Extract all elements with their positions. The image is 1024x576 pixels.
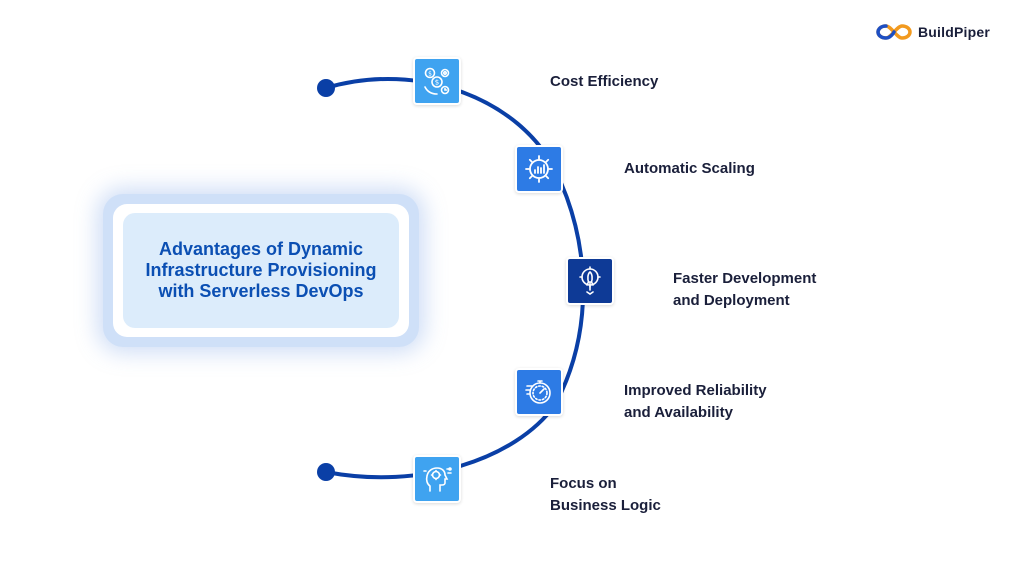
arc-end-dot: [317, 463, 335, 481]
gear-chart-icon: [515, 145, 563, 193]
title-box: Advantages of Dynamic Infrastructure Pro…: [123, 213, 399, 328]
title-card: Advantages of Dynamic Infrastructure Pro…: [103, 194, 419, 347]
brand-logo: BuildPiper: [876, 22, 990, 42]
label-cost-efficiency: Cost Efficiency: [550, 73, 659, 90]
infinity-logo-icon: [876, 24, 912, 40]
label-faster-development: Faster Development and Deployment: [673, 270, 817, 309]
svg-text:$: $: [428, 71, 432, 78]
money-cycle-icon: $ $: [413, 57, 461, 105]
label-business-logic: Focus on Business Logic: [550, 475, 661, 514]
label-automatic-scaling: Automatic Scaling: [624, 160, 755, 177]
arc-path: [324, 77, 586, 480]
brand-name: BuildPiper: [918, 24, 991, 40]
brain-head-icon: [413, 455, 461, 503]
title-card-inner: Advantages of Dynamic Infrastructure Pro…: [113, 204, 409, 337]
label-improved-reliability: Improved Reliability and Availability: [624, 382, 767, 421]
arc-start-dot: [317, 79, 335, 97]
stopwatch-icon: [515, 368, 563, 416]
diagram-title: Advantages of Dynamic Infrastructure Pro…: [145, 239, 377, 301]
svg-text:$: $: [435, 79, 439, 87]
rocket-gear-icon: [566, 257, 614, 305]
